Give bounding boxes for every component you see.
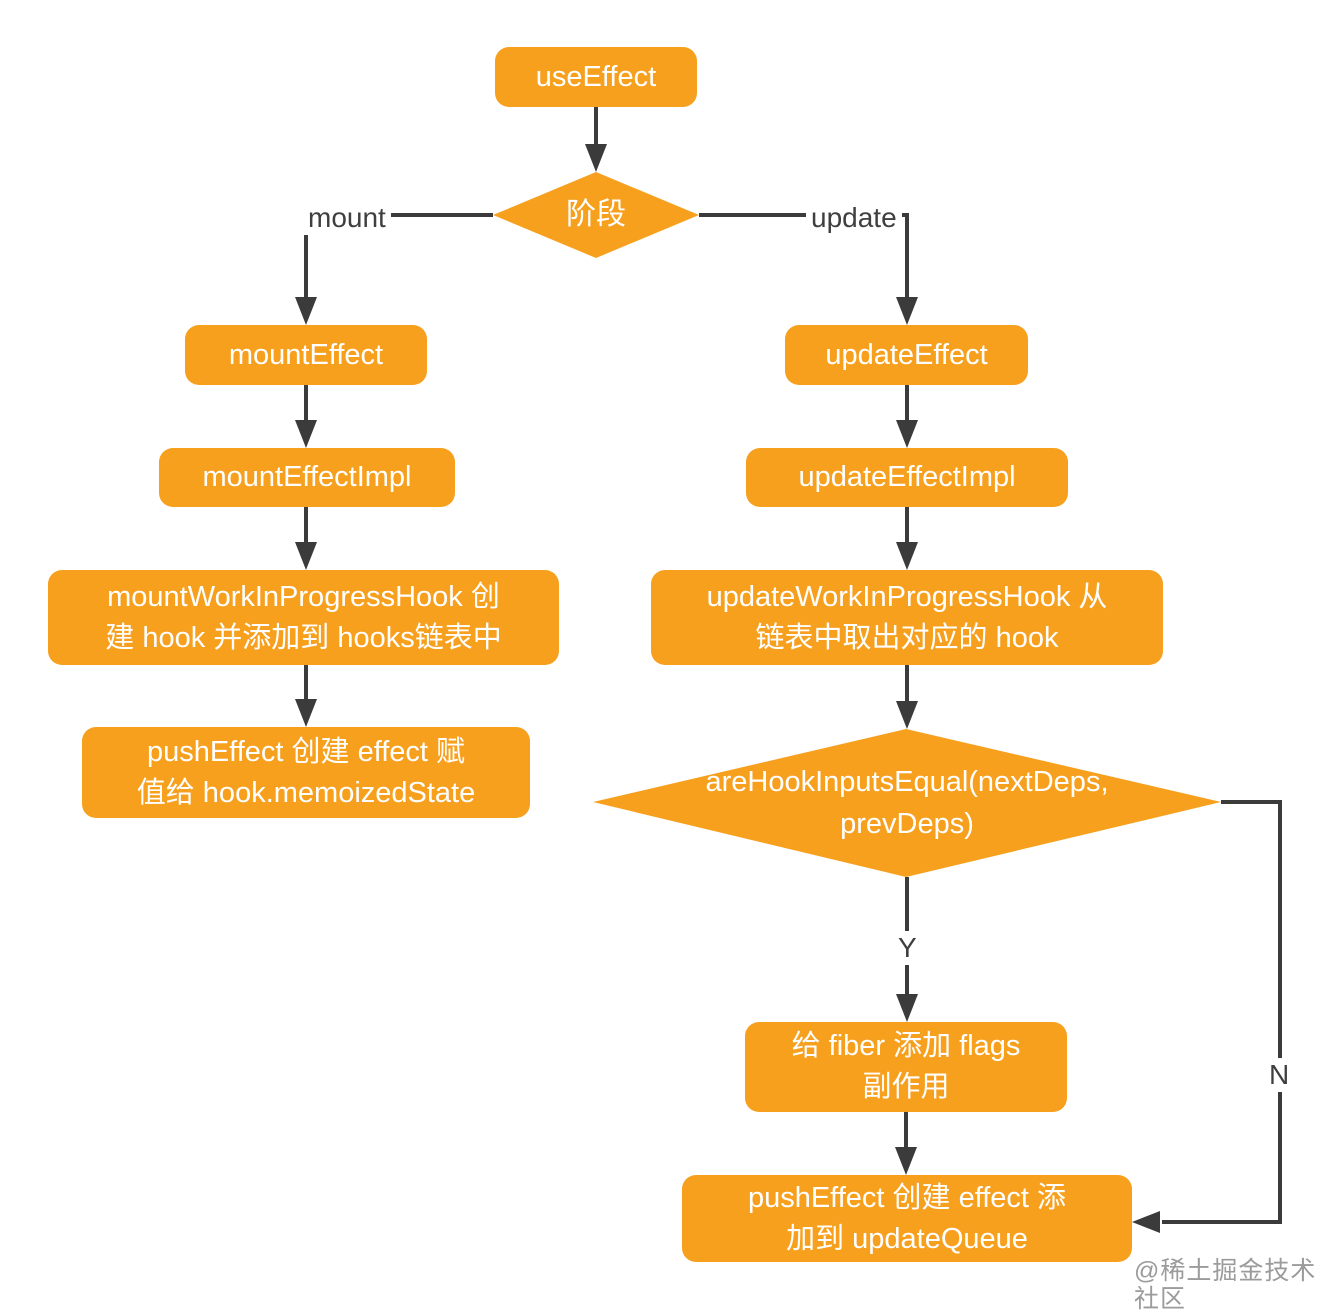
node-updateeffect: updateEffect [785,325,1028,385]
arrowhead-down-icon [896,994,918,1022]
arrowhead-down-icon [896,701,918,729]
node-useeffect-label: useEffect [535,60,657,93]
node-add-flags: 给 fiber 添加 flags 副作用 [745,1022,1067,1112]
node-mounteffect-label: mountEffect [228,338,384,371]
node-updateeffectimpl-label: updateEffectImpl [798,461,1016,493]
watermark: @稀土掘金技术社区 [1134,1257,1317,1313]
arrowhead-down-icon [896,420,918,448]
node-mount-wip-hook: mountWorkInProgressHook 创 建 hook 并添加到 ho… [48,570,559,665]
node-pusheffect-update-line1: pushEffect 创建 effect 添 [747,1181,1067,1214]
arrowhead-down-icon [896,542,918,570]
edge-label-no: N [1264,1058,1295,1092]
node-pusheffect-update: pushEffect 创建 effect 添 加到 updateQueue [682,1175,1132,1262]
edge-label-update: update [806,201,902,235]
edge-decision-no [1162,800,1282,1224]
arrowhead-left-icon [1132,1211,1160,1233]
deps-equal-decision-diamond [593,729,1221,877]
arrowhead-down-icon [295,420,317,448]
edge-label-yes: Y [893,931,922,965]
node-mount-wip-hook-line1: mountWorkInProgressHook 创 [107,580,500,613]
node-mounteffect: mountEffect [185,325,427,385]
arrowhead-down-icon [895,1147,917,1175]
node-add-flags-line2: 副作用 [862,1071,950,1103]
edge-stage-to-updateeffect [699,213,909,299]
arrowhead-down-icon [295,699,317,727]
node-add-flags-line1: 给 fiber 添加 flags [791,1030,1021,1062]
node-update-wip-hook: updateWorkInProgressHook 从 链表中取出对应的 hook [651,570,1163,665]
node-pusheffect-mount: pushEffect 创建 effect 赋 值给 hook.memoizedS… [82,727,530,818]
edge-label-mount: mount [303,201,391,235]
node-useeffect: useEffect [495,47,697,107]
arrowhead-down-icon [295,297,317,325]
arrowhead-down-icon [896,297,918,325]
node-pusheffect-mount-line2: 值给 hook.memoizedState [136,776,476,809]
arrowhead-down-icon [585,144,607,172]
node-pusheffect-update-line2: 加到 updateQueue [786,1222,1028,1255]
node-updateeffectimpl: updateEffectImpl [746,448,1068,507]
node-mounteffectimpl: mountEffectImpl [159,448,455,507]
node-update-wip-hook-line2: 链表中取出对应的 hook [755,621,1059,654]
node-mount-wip-hook-line2: 建 hook 并添加到 hooks链表中 [105,621,502,654]
node-pusheffect-mount-line1: pushEffect 创建 effect 赋 [146,735,466,768]
node-mounteffectimpl-label: mountEffectImpl [202,461,412,493]
stage-decision-diamond [493,172,699,258]
node-update-wip-hook-line1: updateWorkInProgressHook 从 [706,580,1108,613]
node-updateeffect-label: updateEffect [825,338,988,371]
arrowhead-down-icon [295,542,317,570]
